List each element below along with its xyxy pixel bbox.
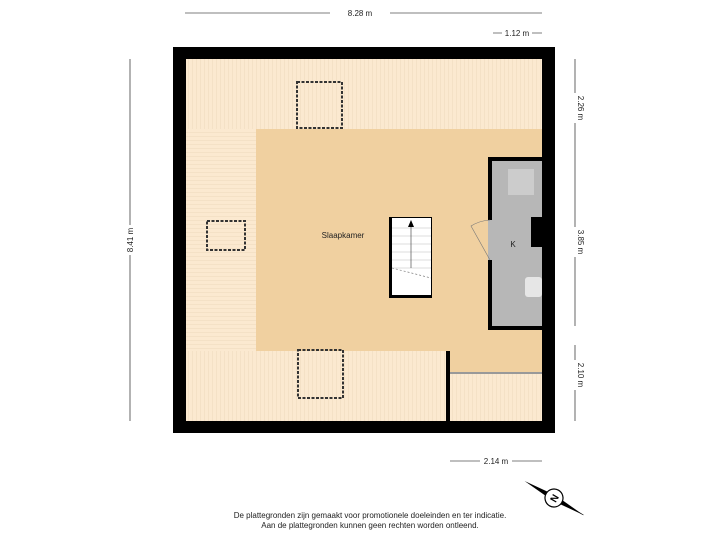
chimney bbox=[531, 217, 542, 247]
compass-north-label: N bbox=[549, 493, 562, 505]
dim-top-right: 1.12 m bbox=[505, 29, 530, 38]
disclaimer-line-1: De plattegronden zijn gemaakt voor promo… bbox=[233, 511, 507, 520]
stair-arrow-icon bbox=[408, 220, 414, 227]
door-swing bbox=[470, 219, 491, 261]
skylight bbox=[297, 349, 344, 399]
skylight bbox=[296, 81, 343, 129]
dim-right-bottom: 2.10 m bbox=[576, 363, 585, 388]
dim-total-height: 8.41 m bbox=[126, 227, 135, 252]
room-label-slaapkamer: Slaapkamer bbox=[322, 231, 365, 240]
slope-top bbox=[186, 59, 542, 129]
disclaimer: De plattegronden zijn gemaakt voor promo… bbox=[150, 511, 590, 531]
disclaimer-line-2: Aan de plattegronden kunnen geen rechten… bbox=[261, 521, 479, 530]
compass-icon bbox=[524, 481, 584, 516]
skylight bbox=[206, 220, 246, 251]
dim-right-top: 2.26 m bbox=[576, 96, 585, 121]
sink bbox=[525, 277, 542, 297]
dim-total-width: 8.28 m bbox=[348, 9, 373, 18]
appliance bbox=[508, 169, 534, 195]
door-opening bbox=[488, 220, 492, 260]
staircase bbox=[389, 217, 432, 298]
dim-bottom-right: 2.14 m bbox=[484, 457, 509, 466]
inner-wall bbox=[446, 351, 450, 421]
room-label-k: K bbox=[510, 240, 516, 249]
dim-right-middle: 3.85 m bbox=[576, 230, 585, 255]
room-extension bbox=[446, 351, 542, 373]
